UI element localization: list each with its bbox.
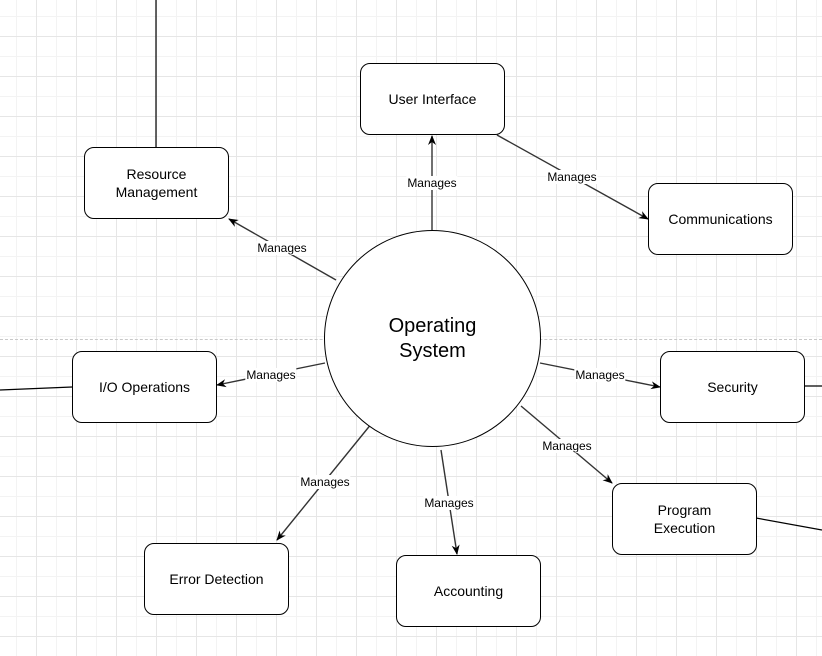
accounting-node[interactable]: Accounting xyxy=(396,555,541,627)
edge-label-error-detection: Manages xyxy=(299,475,351,489)
io-operations-label: I/O Operations xyxy=(98,379,191,395)
error-detection-label: Error Detection xyxy=(169,571,264,587)
accounting-label: Accounting xyxy=(433,583,504,599)
edge-label-io-operations: Manages xyxy=(245,368,297,382)
resource-management-label: Resource Management xyxy=(115,166,198,200)
program-execution-label: Program Execution xyxy=(653,502,716,536)
operating-system-label: Operating System xyxy=(388,314,477,362)
edge-label-program-execution: Manages xyxy=(541,439,593,453)
security-node[interactable]: Security xyxy=(660,351,805,423)
io-operations-node[interactable]: I/O Operations xyxy=(72,351,217,423)
resource-management-node[interactable]: Resource Management xyxy=(84,147,229,219)
error-detection-node[interactable]: Error Detection xyxy=(144,543,289,615)
offcanvas-connector-bottom-right xyxy=(755,517,822,531)
edge-label-resource-management: Manages xyxy=(256,241,308,255)
edge-label-accounting: Manages xyxy=(423,496,475,510)
program-execution-node[interactable]: Program Execution xyxy=(612,483,757,555)
operating-system-node[interactable]: Operating System xyxy=(324,230,541,447)
user-interface-label: User Interface xyxy=(388,91,477,107)
edge-label-security: Manages xyxy=(574,368,626,382)
communications-node[interactable]: Communications xyxy=(648,183,793,255)
edge-label-communications: Manages xyxy=(546,170,598,184)
offcanvas-connector-left xyxy=(0,386,73,391)
communications-label: Communications xyxy=(668,211,773,227)
security-label: Security xyxy=(707,379,758,395)
edge-label-user-interface: Manages xyxy=(406,176,458,190)
user-interface-node[interactable]: User Interface xyxy=(360,63,505,135)
